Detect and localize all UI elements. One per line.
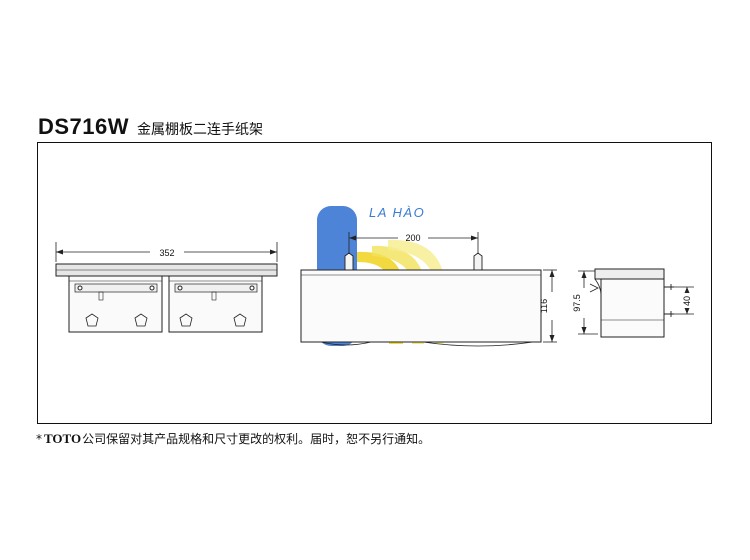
front-view [55, 242, 278, 333]
side-height-label: 116 [539, 299, 549, 313]
side-depth-label: 97.5 [572, 294, 582, 312]
brand-name: TOTO [44, 430, 82, 446]
side-view [578, 268, 694, 338]
model-number: DS716W [38, 114, 130, 139]
bracket-spacing-label: 200 [405, 233, 420, 243]
title-row: DS716W 金属棚板二连手纸架 [38, 114, 263, 142]
drawing-frame [37, 142, 712, 424]
back-view [300, 232, 557, 347]
disclaimer-footnote: * TOTO 公司保留对其产品规格和尺寸更改的权利。届时，恕不另行通知。 [36, 430, 430, 447]
disclaimer-text: 公司保留对其产品规格和尺寸更改的权利。届时，恕不另行通知。 [82, 432, 431, 446]
product-name: 金属棚板二连手纸架 [137, 122, 264, 138]
mount-height-label: 40 [682, 296, 692, 306]
front-width-label: 352 [159, 248, 174, 258]
footnote-asterisk: * [36, 431, 42, 446]
watermark-text: LA HÀO [369, 205, 425, 220]
